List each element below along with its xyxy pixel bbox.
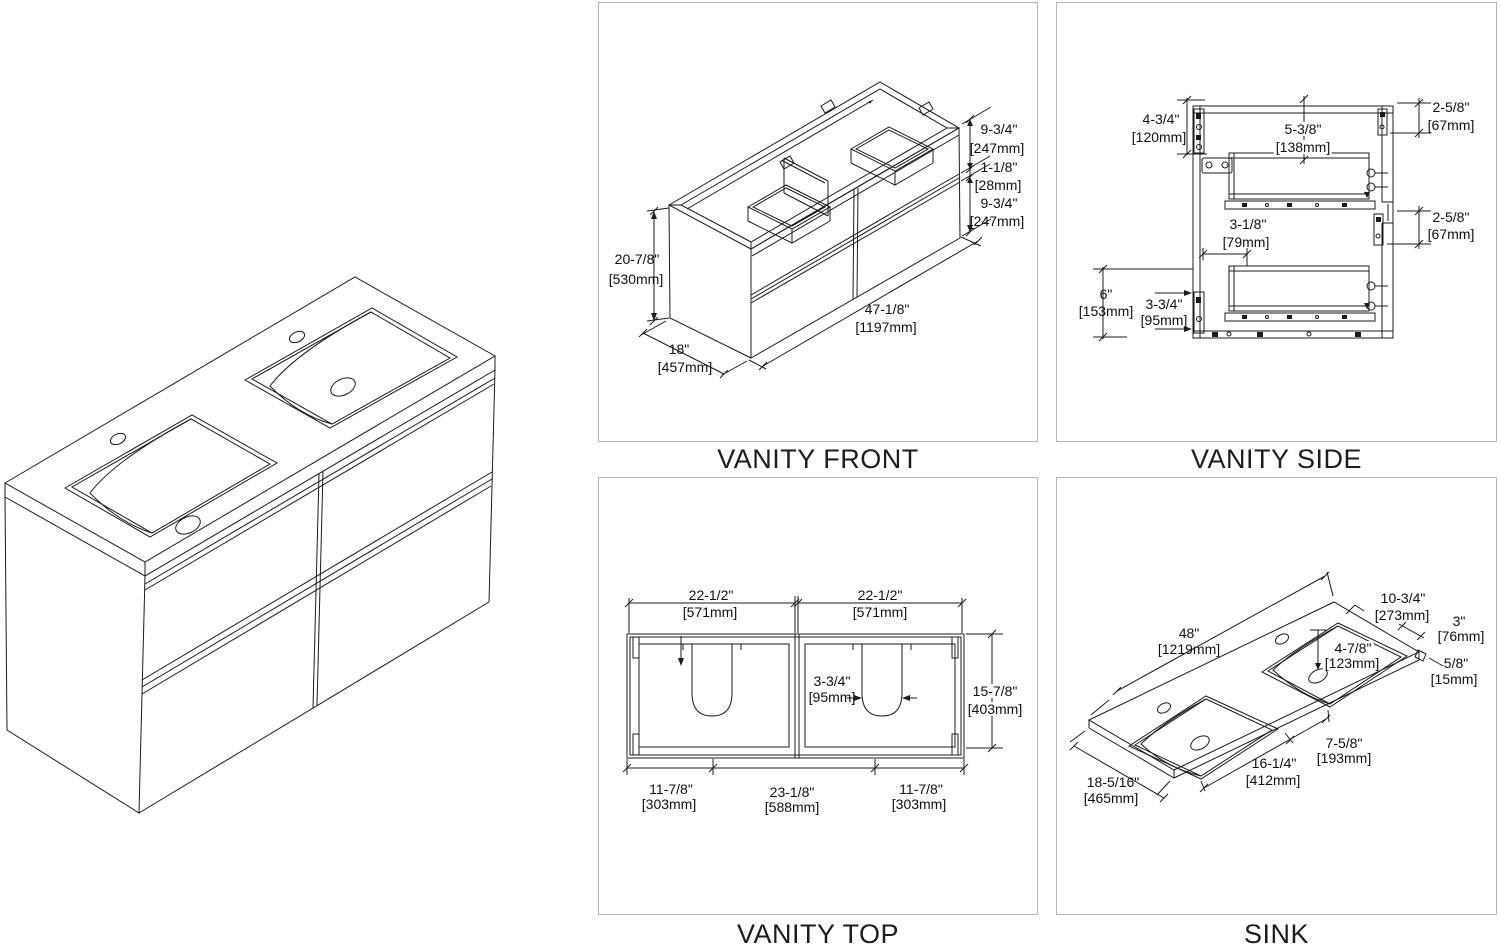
dim-width-mm: [1219mm]	[1157, 641, 1221, 657]
dim-basin-back-in: 10-3/4"	[1380, 590, 1426, 606]
sink-drawing	[1069, 571, 1444, 803]
left-cutout	[678, 636, 742, 717]
dim-front-mid-mm: [67mm]	[1427, 226, 1475, 242]
dim-gap-in: 1-1/8"	[980, 159, 1018, 175]
cabinet-front	[668, 127, 961, 359]
right-basin	[1261, 622, 1409, 708]
title-sink: SINK	[1243, 919, 1310, 949]
dim-depth-mm: [457mm]	[657, 359, 713, 375]
vanity-side-drawing	[1093, 94, 1431, 342]
vanity-front-drawing	[638, 81, 992, 379]
dim-height-mm: [530mm]	[608, 271, 664, 287]
dim-depth-in: 18-5/16"	[1086, 774, 1140, 790]
top-view-outline	[626, 633, 965, 759]
cabinet-body	[4, 369, 496, 814]
dim-basin-back-mm: [273mm]	[1374, 607, 1430, 623]
dim-width-in: 48"	[1178, 625, 1200, 641]
dim-bottom-zone-in: 6"	[1099, 286, 1113, 302]
dim-faucet-drain-mm: [123mm]	[1322, 655, 1382, 671]
title-vanity-top: VANITY TOP	[736, 919, 900, 949]
dim-front-top-mm: [67mm]	[1427, 117, 1475, 133]
dim-bottom-left-in: 11-7/8"	[649, 781, 693, 797]
dim-drawer-top-mm: [247mm]	[969, 140, 1025, 156]
right-cutout	[852, 643, 912, 717]
vanity-top-drawing	[622, 596, 1003, 775]
dim-back-gap-in: 3-1/8"	[1229, 216, 1267, 232]
dim-front-mid-in: 2-5/8"	[1432, 209, 1470, 225]
panel-vanity-front: 20-7/8" [530mm] 18" [457mm] 47-1/8" [119…	[598, 2, 1038, 442]
dim-top-to-drawer-in: 5-3/8"	[1282, 121, 1324, 137]
upper-drawer	[1224, 152, 1388, 210]
dim-bottom-left-mm: [303mm]	[641, 796, 697, 812]
dim-cutout-mm: [95mm]	[808, 689, 856, 705]
dim-mount-top-mm: [120mm]	[1131, 129, 1187, 145]
dim-left-half-mm: [571mm]	[682, 604, 738, 620]
right-basin	[243, 307, 459, 429]
dim-backsplash-mm: [76mm]	[1437, 628, 1485, 644]
dim-basin-gap-in: 7-5/8"	[1325, 735, 1363, 751]
panel-vanity-top: 22-1/2" [571mm] 22-1/2" [571mm] 3-3/4" […	[598, 477, 1038, 915]
dim-width-in: 47-1/8"	[864, 301, 910, 317]
dim-basin-length-mm: [412mm]	[1245, 772, 1301, 788]
dim-mount-bottom-in: 3-3/4"	[1145, 296, 1183, 312]
drawer-box-left	[746, 184, 832, 244]
dim-backsplash-in: 3"	[1452, 613, 1466, 629]
title-vanity-side: VANITY SIDE	[1190, 444, 1363, 474]
panel-sink: 48" [1219mm] 10-3/4" [273mm] 3" [76mm] 4…	[1056, 477, 1497, 915]
dim-mount-bottom-mm: [95mm]	[1140, 312, 1188, 328]
dim-depth-mm: [465mm]	[1083, 790, 1139, 806]
dim-drawer-top-in: 9-3/4"	[980, 121, 1018, 137]
dim-cutout-in: 3-3/4"	[813, 673, 851, 689]
dim-left-half-in: 22-1/2"	[688, 587, 734, 603]
dim-front-top-in: 2-5/8"	[1432, 99, 1470, 115]
dim-depth-mm: [403mm]	[965, 701, 1025, 717]
dim-right-half-mm: [571mm]	[852, 604, 908, 620]
panel-vanity-side: 4-3/4" [120mm] 5-3/8" [138mm] 2-5/8" [67…	[1056, 2, 1497, 442]
dim-height-in: 20-7/8"	[614, 251, 660, 267]
dim-depth-in: 15-7/8"	[970, 683, 1020, 699]
title-vanity-front: VANITY FRONT	[717, 444, 919, 474]
dim-depth-in: 18"	[668, 341, 690, 357]
dim-gap-mm: [28mm]	[974, 177, 1022, 193]
dim-edge-thickness-in: 5/8"	[1443, 655, 1469, 671]
dimension-lines	[1069, 571, 1444, 803]
left-basin	[1127, 695, 1280, 780]
dim-bottom-right-mm: [303mm]	[891, 796, 947, 812]
left-basin	[63, 414, 279, 538]
dim-edge-thickness-mm: [15mm]	[1430, 671, 1478, 687]
mounting-hardware	[1193, 108, 1388, 337]
dim-drawer-bottom-mm: [247mm]	[969, 213, 1025, 229]
vanity-isometric-figure	[3, 276, 497, 814]
dim-basin-gap-mm: [193mm]	[1316, 750, 1372, 766]
dim-back-gap-mm: [79mm]	[1222, 234, 1270, 250]
dim-bottom-right-in: 11-7/8"	[899, 781, 943, 797]
dimension-lines	[638, 106, 992, 379]
cabinet-rim	[667, 81, 960, 250]
dim-bottom-center-in: 23-1/8"	[769, 784, 815, 800]
dimension-lines	[622, 596, 1003, 775]
drawer-box-right	[849, 126, 935, 186]
hanger-brackets	[820, 99, 934, 116]
dim-mount-top-in: 4-3/4"	[1142, 111, 1180, 127]
dim-bottom-zone-mm: [153mm]	[1078, 303, 1134, 319]
dim-drawer-bottom-in: 9-3/4"	[980, 195, 1018, 211]
dim-bottom-center-mm: [588mm]	[764, 799, 820, 815]
dim-width-mm: [1197mm]	[855, 319, 917, 335]
dim-top-to-drawer-mm: [138mm]	[1273, 139, 1333, 155]
dim-faucet-drain-in: 4-7/8"	[1332, 640, 1374, 656]
lower-drawer	[1224, 265, 1388, 322]
dimension-lines	[1093, 94, 1431, 342]
dim-basin-length-in: 16-1/4"	[1251, 755, 1297, 771]
dim-right-half-in: 22-1/2"	[857, 587, 903, 603]
